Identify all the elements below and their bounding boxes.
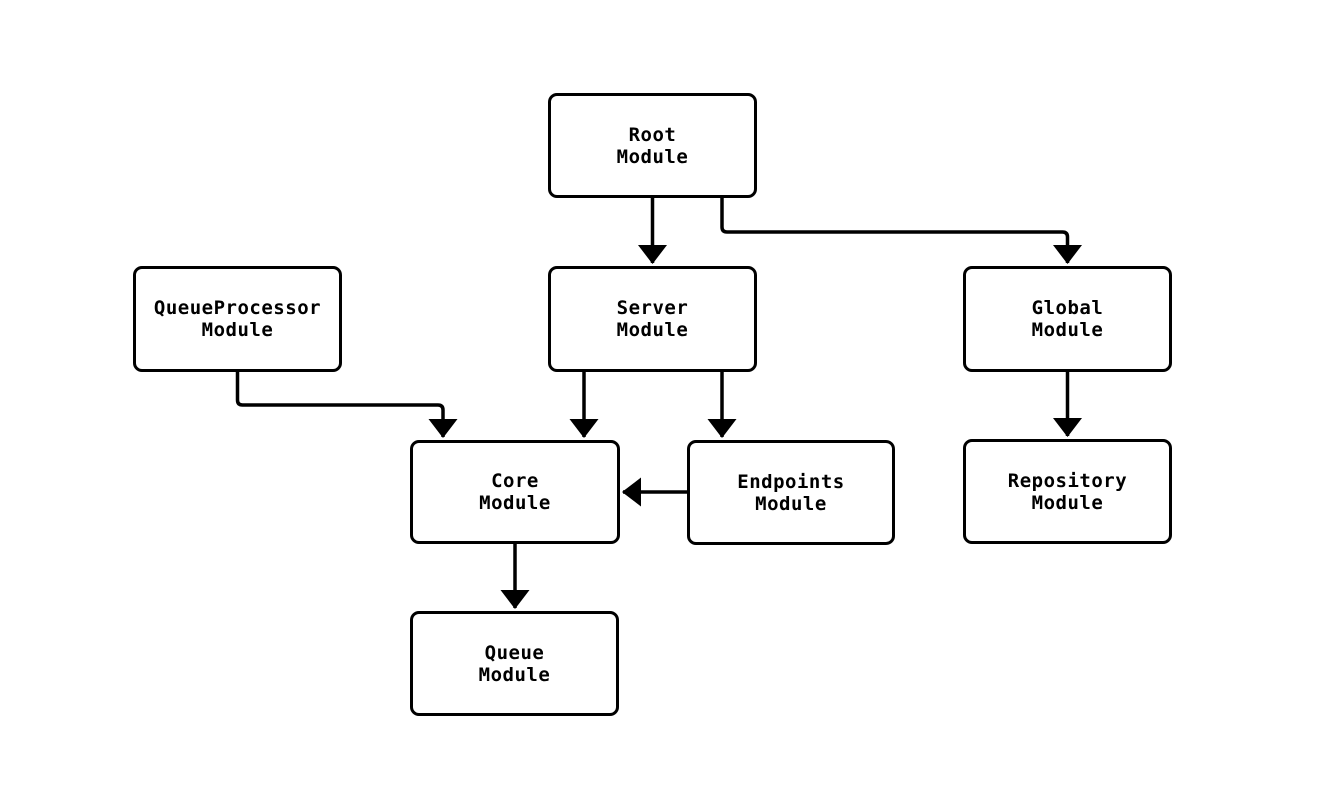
node-repository-module: Repository Module: [963, 439, 1172, 544]
edge-queueprocessor-to-core: [235, 372, 458, 438]
node-core-module: Core Module: [410, 440, 620, 544]
node-global-module: Global Module: [963, 266, 1172, 372]
node-root-module-label: Root Module: [616, 123, 689, 168]
node-server-module-label: Server Module: [616, 297, 689, 341]
node-server-module: Server Module: [548, 266, 757, 372]
node-queueprocessor-module: QueueProcessor Module: [133, 266, 342, 372]
node-queueprocessor-module-label: QueueProcessor Module: [153, 297, 322, 341]
edge-root-to-global: [720, 198, 1082, 264]
node-queue-module: Queue Module: [410, 611, 619, 716]
node-global-module-label: Global Module: [1031, 297, 1104, 341]
node-repository-module-label: Repository Module: [1007, 469, 1128, 514]
node-queue-module-label: Queue Module: [478, 641, 551, 686]
node-endpoints-module-label: Endpoints Module: [737, 470, 845, 515]
node-core-module-label: Core Module: [479, 470, 551, 514]
node-endpoints-module: Endpoints Module: [687, 440, 895, 545]
node-root-module: Root Module: [548, 93, 757, 198]
